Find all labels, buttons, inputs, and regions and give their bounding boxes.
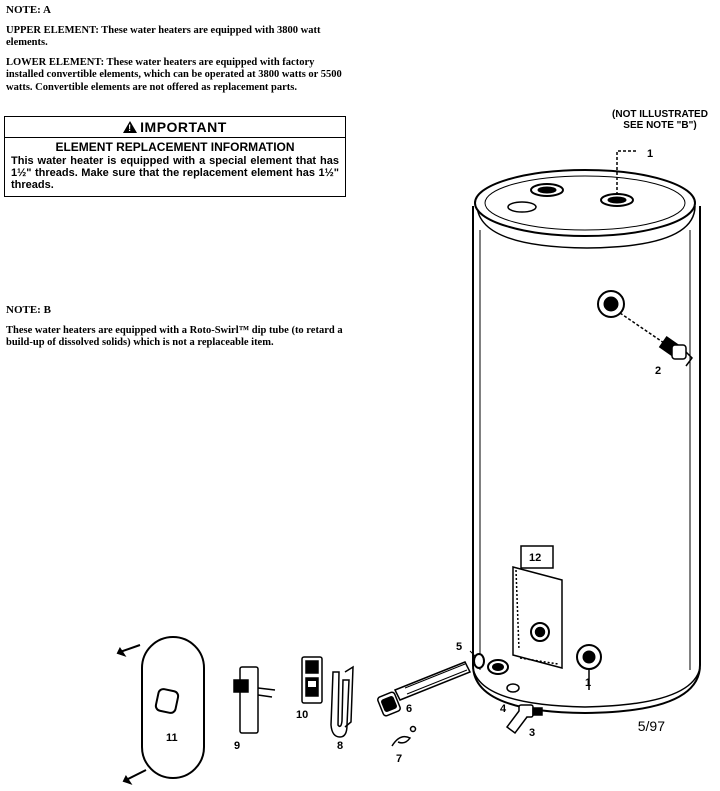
not-illustrated-callout: (NOT ILLUSTRATED SEE NOTE "B") [600,109,720,131]
note-a-upper-element: UPPER ELEMENT: These water heaters are e… [6,24,321,49]
label-part-1-top: 1 [647,148,653,160]
label-part-8: 8 [337,740,343,752]
label-part-12: 12 [529,552,541,564]
label-part-4: 4 [500,703,507,715]
top-fittings [507,183,634,213]
part-8-bracket [330,665,354,738]
dip-tube-leader [616,150,636,195]
important-subtitle: ELEMENT REPLACEMENT INFORMATION [55,140,295,154]
warning-icon: ! [123,121,138,133]
part-11-cover [116,636,205,785]
part-10-thermostat [301,656,323,704]
note-a: NOTE: A UPPER ELEMENT: These water heate… [6,4,346,94]
important-title-bar: !IMPORTANT [5,117,345,138]
label-part-5: 5 [456,641,462,653]
label-part-7: 7 [396,753,402,765]
label-part-10: 10 [296,709,308,721]
note-b-body: These water heaters are equipped with a … [6,324,343,349]
part-6-heating-element [377,661,472,717]
part-7-clip [391,725,417,747]
upper-element-port [597,290,668,346]
date-stamp: 5/97 [637,718,665,734]
important-body: This water heater is equipped with a spe… [11,155,339,191]
part-9-thermostat [233,666,276,734]
part-labels: 1 2 12 5 1 4 3 6 7 8 10 9 11 [166,148,661,765]
note-b: NOTE: B These water heaters are equipped… [6,304,346,350]
callout-line-1: (NOT ILLUSTRATED [612,109,708,120]
label-part-9: 9 [234,740,240,752]
note-a-heading: NOTE: A [6,4,51,16]
important-box: !IMPORTANT ELEMENT REPLACEMENT INFORMATI… [4,116,346,197]
part-2-valve [658,336,693,367]
label-part-3: 3 [529,727,535,739]
drain-valve [505,683,543,735]
label-part-2: 2 [655,365,661,377]
label-part-6: 6 [406,703,412,715]
label-part-11: 11 [166,732,178,744]
note-b-heading: NOTE: B [6,304,51,316]
important-title: IMPORTANT [140,119,227,135]
callout-line-2: SEE NOTE "B") [623,120,697,131]
note-a-lower-element: LOWER ELEMENT: These water heaters are e… [6,56,342,93]
tank [472,169,701,715]
part-12-access-panel [512,545,563,669]
label-part-1-bottom: 1 [585,677,591,689]
lower-element-port [469,650,509,675]
drain-port [576,644,602,690]
